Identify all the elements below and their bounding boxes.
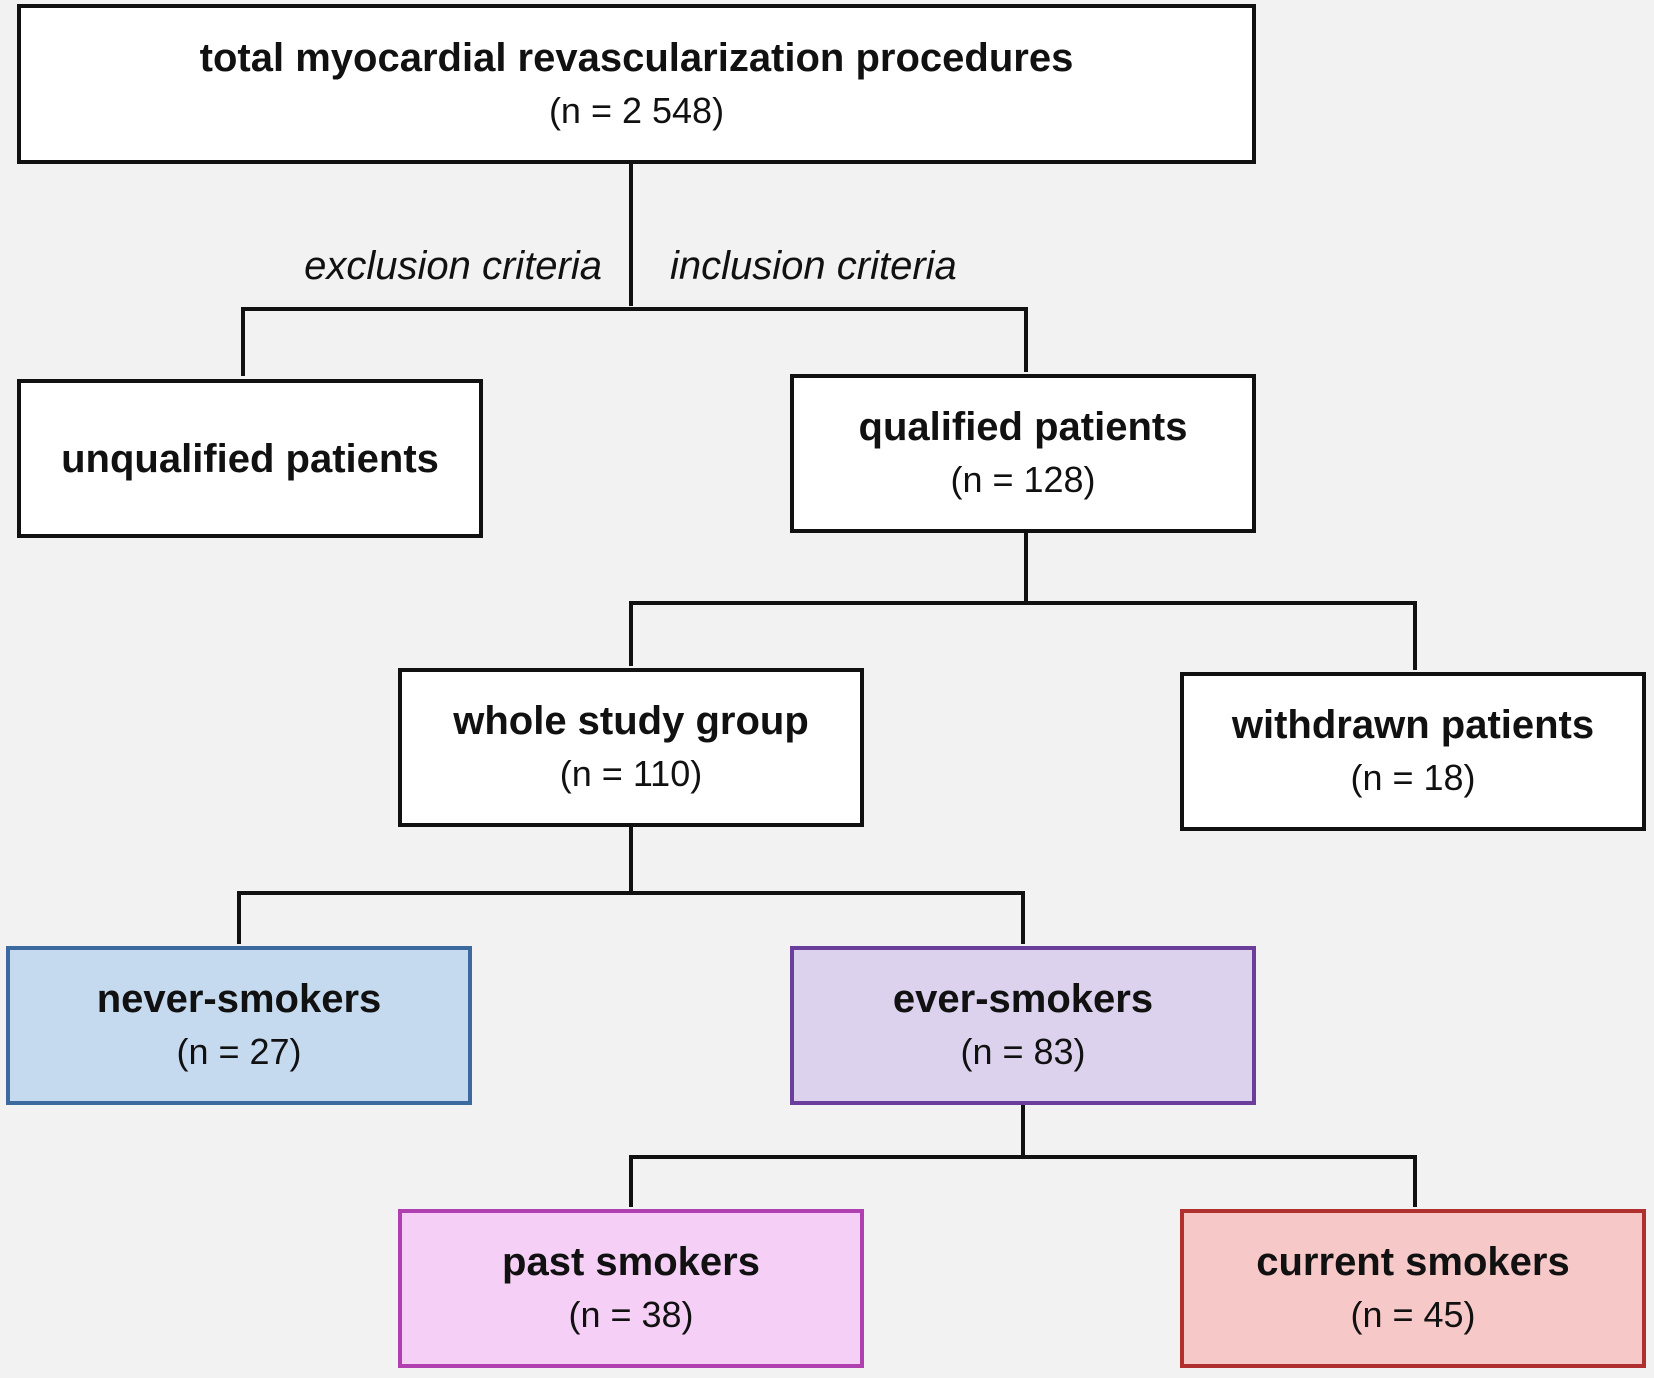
- ever-smokers-count: (n = 83): [960, 1031, 1086, 1073]
- past-smokers-title: past smokers: [502, 1240, 760, 1285]
- unqualified-patients-box: unqualified patients: [17, 379, 483, 538]
- whole-study-group-title: whole study group: [453, 699, 809, 744]
- connector-ever-branches: [629, 1155, 1417, 1207]
- past-smokers-count: (n = 38): [568, 1294, 694, 1336]
- never-smokers-count: (n = 27): [176, 1031, 302, 1073]
- connector-total-branches: [241, 307, 1028, 376]
- inclusion-criteria-label: inclusion criteria: [670, 244, 957, 288]
- past-smokers-box: past smokers (n = 38): [398, 1209, 864, 1368]
- total-procedures-title: total myocardial revascularization proce…: [199, 35, 1074, 80]
- qualified-patients-title: qualified patients: [858, 405, 1188, 450]
- current-smokers-title: current smokers: [1256, 1240, 1570, 1285]
- total-procedures-box: total myocardial revascularization proce…: [17, 4, 1256, 164]
- unqualified-patients-title: unqualified patients: [61, 436, 439, 481]
- withdrawn-patients-title: withdrawn patients: [1231, 703, 1595, 748]
- never-smokers-title: never-smokers: [96, 977, 382, 1022]
- ever-smokers-title: ever-smokers: [892, 977, 1154, 1022]
- total-procedures-count: (n = 2 548): [548, 89, 725, 131]
- current-smokers-count: (n = 45): [1350, 1294, 1476, 1336]
- current-smokers-box: current smokers (n = 45): [1180, 1209, 1646, 1368]
- qualified-patients-box: qualified patients (n = 128): [790, 374, 1256, 533]
- exclusion-criteria-label: exclusion criteria: [304, 244, 602, 288]
- ever-smokers-box: ever-smokers (n = 83): [790, 946, 1256, 1105]
- withdrawn-patients-count: (n = 18): [1350, 757, 1476, 799]
- connector-qualified-branches: [629, 601, 1417, 670]
- whole-study-group-count: (n = 110): [559, 753, 703, 795]
- connector-whole-branches: [237, 891, 1025, 944]
- whole-study-group-box: whole study group (n = 110): [398, 668, 864, 827]
- never-smokers-box: never-smokers (n = 27): [6, 946, 472, 1105]
- withdrawn-patients-box: withdrawn patients (n = 18): [1180, 672, 1646, 831]
- qualified-patients-count: (n = 128): [950, 459, 1096, 501]
